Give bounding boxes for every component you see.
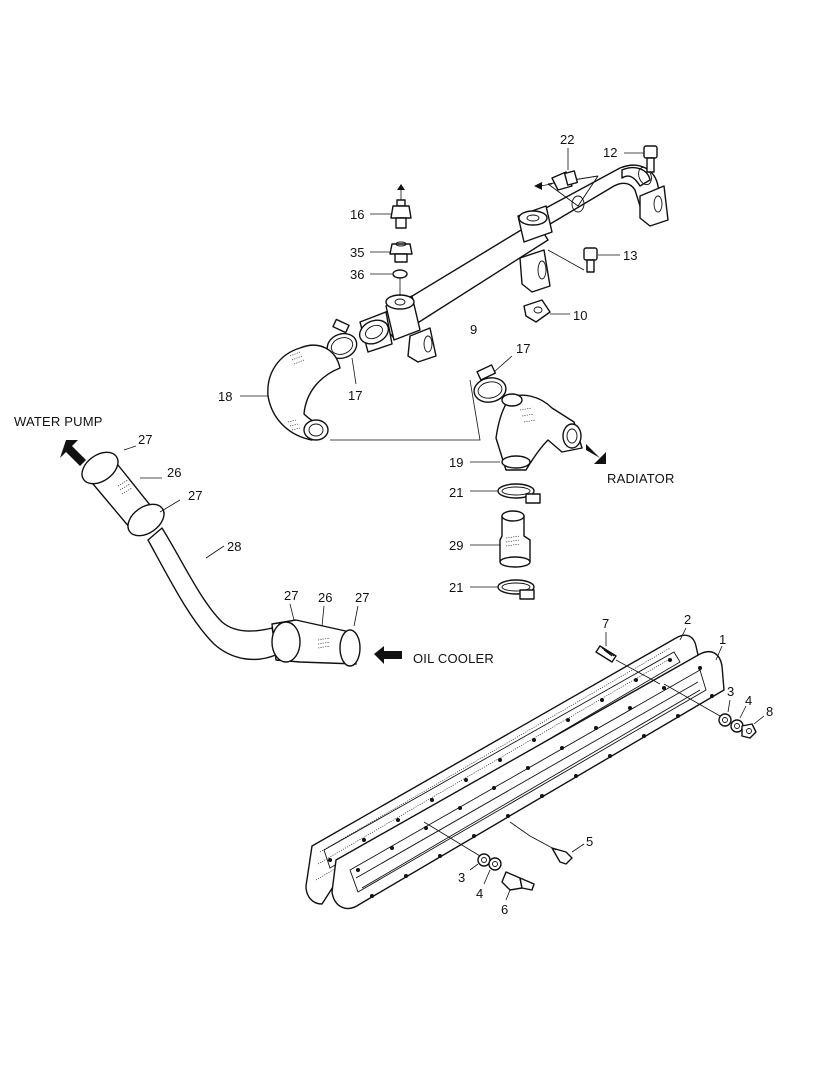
callout-7: 7 — [602, 616, 609, 631]
callout-8: 8 — [766, 704, 773, 719]
callout-9: 9 — [470, 322, 477, 337]
sender-16 — [370, 184, 412, 229]
callout-29: 29 — [449, 538, 463, 553]
o-ring-36 — [370, 269, 408, 296]
callout-4-right: 4 — [745, 693, 752, 708]
callout-1: 1 — [719, 632, 726, 647]
callout-5: 5 — [586, 834, 593, 849]
callout-26-a: 26 — [167, 465, 181, 480]
callout-4-lower: 4 — [476, 886, 483, 901]
water-manifold-tube — [358, 164, 669, 363]
arrow-up-left-icon — [60, 440, 86, 466]
hose-26-lower — [271, 603, 361, 667]
callout-17-right: 17 — [516, 341, 530, 356]
callout-18: 18 — [218, 389, 232, 404]
hose-26-upper — [81, 445, 181, 537]
elbow-hose-18 — [240, 344, 481, 441]
callout-3-right: 3 — [727, 684, 734, 699]
washer-3-right — [718, 699, 732, 727]
nut-8 — [663, 683, 765, 739]
callout-36: 36 — [350, 267, 364, 282]
callout-16: 16 — [350, 207, 364, 222]
clip-10 — [523, 299, 570, 323]
stud-6 — [501, 871, 535, 901]
callout-26-b: 26 — [318, 590, 332, 605]
callout-27-b: 27 — [188, 488, 202, 503]
thermostat-housing-19 — [470, 393, 583, 471]
callout-22: 22 — [560, 132, 574, 147]
callout-27-c: 27 — [284, 588, 298, 603]
callout-10: 10 — [573, 308, 587, 323]
callout-21-lower: 21 — [449, 580, 463, 595]
hose-clamp-17-left — [326, 318, 358, 385]
callout-27-d: 27 — [355, 590, 369, 605]
cover-plate-1 — [328, 627, 725, 910]
arrow-down-right-icon — [586, 444, 606, 464]
hose-clamp-21-lower — [470, 579, 535, 600]
callout-19: 19 — [449, 455, 463, 470]
callout-27-a: 27 — [138, 432, 152, 447]
coolant-pipe-28 — [147, 527, 279, 661]
callout-35: 35 — [350, 245, 364, 260]
label-water-pump: WATER PUMP — [14, 414, 103, 429]
callout-17-left: 17 — [348, 388, 362, 403]
callout-13: 13 — [623, 248, 637, 263]
bolt-13 — [547, 247, 620, 273]
hose-clamp-21-upper — [470, 483, 541, 504]
callout-21-upper: 21 — [449, 485, 463, 500]
hose-clamp-17-right — [473, 355, 513, 403]
straight-hose-29 — [470, 510, 531, 568]
temperature-sender-22 — [534, 148, 579, 191]
washer-3-lower — [469, 853, 491, 871]
callout-6: 6 — [501, 902, 508, 917]
plug-35 — [370, 241, 413, 263]
lock-washer-4-right — [730, 705, 747, 733]
lock-washer-4-lower — [423, 821, 502, 885]
callout-3-lower: 3 — [458, 870, 465, 885]
callout-2: 2 — [684, 612, 691, 627]
label-radiator: RADIATOR — [607, 471, 675, 486]
bolt-holes — [328, 658, 714, 898]
bolt-5 — [509, 821, 585, 865]
arrow-left-icon — [374, 646, 402, 664]
stud-7 — [595, 632, 661, 685]
callout-12: 12 — [603, 145, 617, 160]
label-oil-cooler: OIL COOLER — [413, 651, 494, 666]
callout-28: 28 — [227, 539, 241, 554]
bolt-12 — [624, 145, 658, 173]
